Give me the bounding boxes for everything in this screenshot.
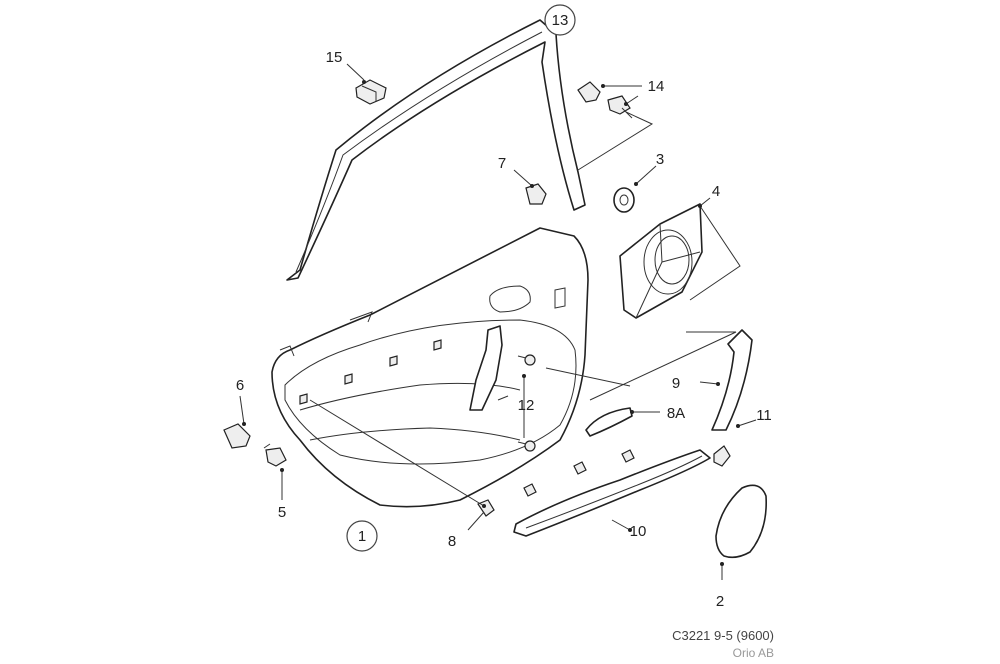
callout-8: 8 xyxy=(448,533,456,550)
callout-6: 6 xyxy=(236,377,244,394)
callout-ring-13 xyxy=(544,4,576,36)
callout-14: 14 xyxy=(648,78,665,95)
callout-13: 13 xyxy=(552,12,569,29)
callout-9: 9 xyxy=(672,375,680,392)
callout-11: 11 xyxy=(756,407,772,424)
callout-15: 15 xyxy=(326,49,343,66)
part-screws-12 xyxy=(517,354,536,452)
part-clip-7 xyxy=(525,183,547,205)
part-push-pins-14 xyxy=(577,81,633,119)
part-armrest-strip-10 xyxy=(513,449,711,537)
part-grommet-3 xyxy=(613,187,635,213)
part-grille-2 xyxy=(715,484,767,559)
part-clip-15 xyxy=(355,79,387,105)
leader-lines xyxy=(239,63,757,580)
callout-1: 1 xyxy=(358,528,366,545)
part-end-cap-11 xyxy=(713,445,731,467)
callout-8a: 8A xyxy=(667,405,685,422)
callout-3: 3 xyxy=(656,151,664,168)
part-door-panel-1 xyxy=(271,227,589,508)
callout-12: 12 xyxy=(518,397,535,414)
company-name: Orio AB xyxy=(732,646,774,660)
part-trim-strip-9 xyxy=(711,329,753,431)
diagram-code: C3221 9-5 (9600) xyxy=(672,628,774,643)
part-clips-8 xyxy=(477,449,635,517)
part-push-pin-6 xyxy=(223,423,251,449)
part-grab-handle xyxy=(469,325,503,411)
part-cover-8a xyxy=(585,407,633,437)
callout-4: 4 xyxy=(712,183,720,200)
callout-5: 5 xyxy=(278,504,286,521)
part-window-moulding xyxy=(286,19,586,281)
leader-dots xyxy=(242,80,740,566)
part-screw-5 xyxy=(263,443,287,467)
callout-ring-1 xyxy=(346,520,378,552)
callout-10: 10 xyxy=(630,523,647,540)
callout-2: 2 xyxy=(716,593,724,610)
part-speaker-housing-4 xyxy=(619,203,703,319)
callout-7: 7 xyxy=(498,155,506,172)
